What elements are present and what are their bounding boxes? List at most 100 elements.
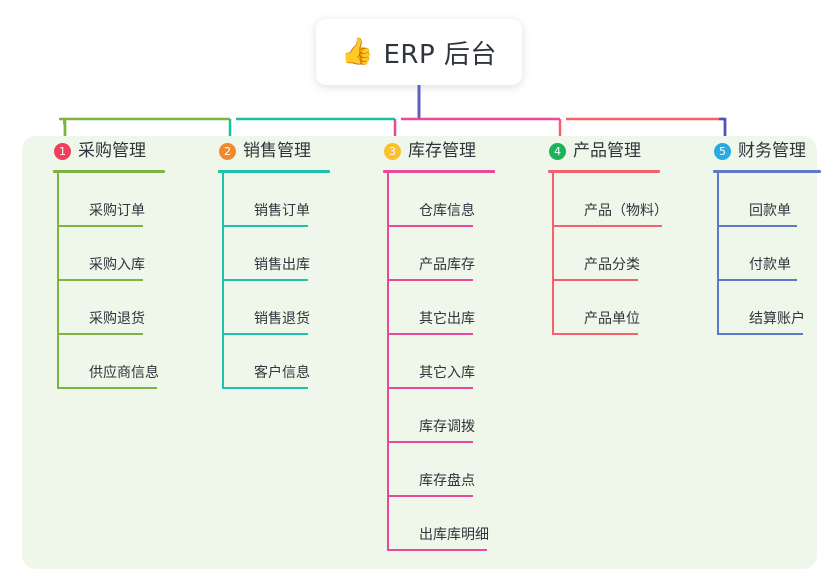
list-item[interactable]: 供应商信息 — [57, 335, 165, 389]
root-node[interactable]: 👍 ERP 后台 — [316, 19, 522, 85]
column-header-4[interactable]: 4 产品管理 — [533, 136, 660, 166]
list-item-label: 客户信息 — [254, 365, 310, 381]
list-item[interactable]: 付款单 — [717, 227, 821, 281]
list-item-rule — [387, 333, 473, 335]
column-items: 采购订单采购入库采购退货供应商信息 — [57, 173, 165, 389]
list-item[interactable]: 库存调拨 — [387, 389, 495, 443]
list-item[interactable]: 仓库信息 — [387, 173, 495, 227]
column-spine — [717, 173, 719, 335]
column-title: 采购管理 — [78, 140, 146, 161]
column-items: 产品（物料） 产品分类产品单位 — [552, 173, 668, 335]
column-header-3[interactable]: 3 库存管理 — [368, 136, 495, 166]
list-item-label: 仓库信息 — [419, 203, 475, 219]
column-header-rule — [218, 170, 330, 173]
column-header-1[interactable]: 1 采购管理 — [38, 136, 165, 166]
column-spine — [387, 173, 389, 551]
list-item-label: 结算账户 — [749, 311, 805, 327]
column-header-rule — [53, 170, 165, 173]
list-item[interactable]: 产品单位 — [552, 281, 660, 335]
list-item-rule — [717, 225, 797, 227]
column-title: 销售管理 — [243, 140, 311, 161]
column-badge-icon: 1 — [54, 142, 71, 160]
list-item[interactable]: 库存盘点 — [387, 443, 495, 497]
list-item[interactable]: 销售订单 — [222, 173, 330, 227]
column-title: 库存管理 — [408, 140, 476, 161]
list-item-rule — [717, 279, 797, 281]
list-item-label: 采购退货 — [89, 311, 145, 327]
list-item-label: 出库库明细 — [419, 527, 489, 543]
list-item-rule — [552, 333, 638, 335]
list-item[interactable]: 回款单 — [717, 173, 821, 227]
column-badge-icon: 4 — [549, 142, 566, 160]
column-3: 3 库存管理仓库信息产品库存其它出库其它入库库存调拨库存盘点出库库明细 — [368, 136, 495, 551]
list-item-label: 库存盘点 — [419, 473, 475, 489]
list-item[interactable]: 采购入库 — [57, 227, 165, 281]
list-item-rule — [387, 387, 473, 389]
list-item[interactable]: 销售出库 — [222, 227, 330, 281]
column-header-rule — [548, 170, 660, 173]
root-title: ERP 后台 — [383, 39, 497, 70]
column-header-rule — [383, 170, 495, 173]
list-item[interactable]: 产品（物料） — [552, 173, 668, 227]
list-item-label: 销售退货 — [254, 311, 310, 327]
column-2: 2 销售管理销售订单销售出库销售退货客户信息 — [203, 136, 330, 389]
column-spine — [57, 173, 59, 389]
list-item-rule — [387, 495, 473, 497]
column-title: 产品管理 — [573, 140, 641, 161]
list-item-rule — [552, 225, 662, 227]
column-title: 财务管理 — [738, 140, 806, 161]
list-item-label: 销售订单 — [254, 203, 310, 219]
list-item[interactable]: 出库库明细 — [387, 497, 495, 551]
column-5: 5 财务管理回款单付款单结算账户 — [698, 136, 821, 335]
list-item-rule — [387, 441, 473, 443]
column-spine — [552, 173, 554, 335]
list-item-rule — [387, 549, 487, 551]
list-item-label: 产品分类 — [584, 257, 640, 273]
column-header-rule — [713, 170, 821, 173]
column-spine — [222, 173, 224, 389]
list-item[interactable]: 客户信息 — [222, 335, 330, 389]
list-item[interactable]: 产品库存 — [387, 227, 495, 281]
list-item[interactable]: 采购退货 — [57, 281, 165, 335]
column-header-5[interactable]: 5 财务管理 — [698, 136, 821, 166]
list-item[interactable]: 其它入库 — [387, 335, 495, 389]
column-badge-icon: 5 — [714, 142, 731, 160]
list-item-label: 采购入库 — [89, 257, 145, 273]
column-items: 销售订单销售出库销售退货客户信息 — [222, 173, 330, 389]
list-item-rule — [57, 279, 143, 281]
list-item-label: 销售出库 — [254, 257, 310, 273]
list-item-label: 产品（物料） — [584, 203, 668, 219]
list-item-rule — [57, 225, 143, 227]
thumbs-up-icon: 👍 — [341, 37, 374, 67]
list-item-rule — [387, 279, 473, 281]
list-item[interactable]: 结算账户 — [717, 281, 821, 335]
list-item-label: 其它出库 — [419, 311, 475, 327]
list-item[interactable]: 采购订单 — [57, 173, 165, 227]
list-item-label: 付款单 — [749, 257, 791, 273]
list-item-rule — [222, 279, 308, 281]
list-item-rule — [222, 333, 308, 335]
column-items: 仓库信息产品库存其它出库其它入库库存调拨库存盘点出库库明细 — [387, 173, 495, 551]
list-item-rule — [717, 333, 803, 335]
list-item-rule — [222, 387, 308, 389]
list-item-rule — [552, 279, 638, 281]
list-item-rule — [57, 387, 157, 389]
column-badge-icon: 3 — [384, 142, 401, 160]
list-item-label: 采购订单 — [89, 203, 145, 219]
list-item[interactable]: 其它出库 — [387, 281, 495, 335]
list-item-label: 回款单 — [749, 203, 791, 219]
column-1: 1 采购管理采购订单采购入库采购退货供应商信息 — [38, 136, 165, 389]
column-badge-icon: 2 — [219, 142, 236, 160]
list-item-rule — [387, 225, 473, 227]
list-item[interactable]: 销售退货 — [222, 281, 330, 335]
column-header-2[interactable]: 2 销售管理 — [203, 136, 330, 166]
list-item-label: 库存调拨 — [419, 419, 475, 435]
mindmap-panel: 1 采购管理采购订单采购入库采购退货供应商信息 2 销售管理销售订单销售出库销售退货客… — [22, 136, 821, 569]
list-item-label: 其它入库 — [419, 365, 475, 381]
list-item-rule — [57, 333, 143, 335]
list-item[interactable]: 产品分类 — [552, 227, 660, 281]
list-item-label: 供应商信息 — [89, 365, 159, 381]
list-item-label: 产品库存 — [419, 257, 475, 273]
list-item-label: 产品单位 — [584, 311, 640, 327]
list-item-rule — [222, 225, 308, 227]
